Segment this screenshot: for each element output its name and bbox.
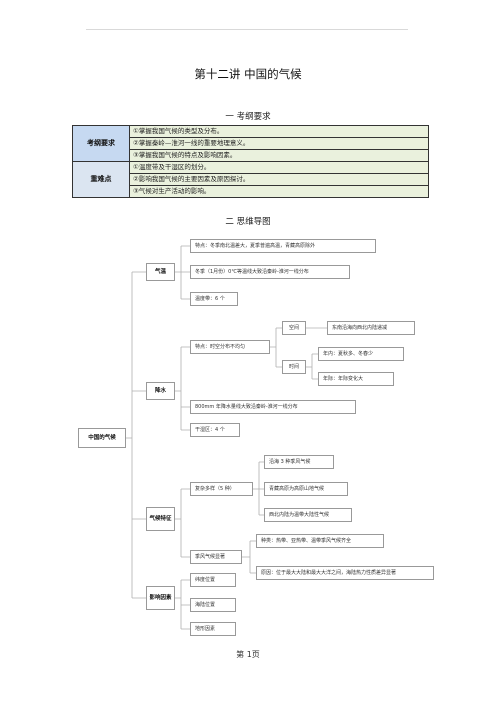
- factor-land-sea: 海陆位置: [190, 598, 236, 612]
- difficulty-item: ②影响我国气候的主要因素及原因探讨。: [129, 173, 429, 186]
- difficulty-item: ①温度带及干湿区的划分。: [129, 161, 429, 174]
- precipitation-space-detail: 东南沿海向西北内陆递减: [327, 321, 415, 335]
- precipitation-time-annual: 年内：夏秋多、冬春少: [318, 347, 404, 361]
- branch-influencing-factors: 影响因素: [146, 586, 175, 610]
- key-difficulties-label: 重难点: [72, 161, 130, 198]
- section-heading-mindmap: 二 思维导图: [225, 217, 271, 227]
- mindmap-root: 中国的气候: [78, 428, 126, 448]
- precipitation-time: 时间: [282, 360, 306, 374]
- temperature-feature: 特点：冬季南北温差大，夏季普遍高温，青藏高原除外: [190, 239, 376, 253]
- climate-plateau: 青藏高原为高原山地气候: [264, 482, 348, 496]
- requirements-table: 考纲要求 ①掌握我国气候的类型及分布。 ②掌握秦岭—淮河一线的重要地理意义。 ③…: [72, 125, 429, 198]
- climate-monsoon: 季风气候显著: [190, 550, 242, 564]
- monsoon-types: 种类：热带、亚热带、温带季风气候齐全: [256, 534, 384, 548]
- precipitation-dry-wet-zones: 干湿区：4 个: [190, 423, 240, 437]
- factor-latitude: 纬度位置: [190, 573, 236, 587]
- page-title: 第十二讲 中国的气候: [194, 67, 302, 81]
- climate-complex: 复杂多样（5 种）: [190, 482, 253, 496]
- difficulty-item: ③气候对生产活动的影响。: [129, 185, 429, 198]
- section-heading-requirements: 一 考纲要求: [225, 112, 271, 122]
- precipitation-time-interannual: 年际：年际变化大: [318, 372, 394, 386]
- monsoon-cause: 原因：位于最大大陆和最大大洋之间，海陆热力性质差异显著: [256, 566, 434, 580]
- climate-coastal-monsoon: 沿海 3 种季风气候: [264, 455, 334, 469]
- branch-precipitation: 降水: [146, 382, 175, 400]
- exam-requirements-label: 考纲要求: [72, 125, 130, 162]
- factor-terrain: 地形因素: [190, 622, 236, 636]
- precipitation-space: 空间: [282, 321, 306, 335]
- branch-climate-features: 气候特征: [146, 507, 175, 531]
- temperature-zones: 温度带：6 个: [190, 292, 238, 306]
- climate-continental: 西北内陆为温带大陆性气候: [264, 508, 352, 522]
- requirement-item: ③掌握我国气候的特点及影响因素。: [129, 149, 429, 162]
- header-line: [86, 29, 408, 30]
- precipitation-feature: 特点：时空分布不均匀: [190, 340, 270, 354]
- branch-temperature: 气温: [146, 263, 175, 281]
- precipitation-800mm-line: 800mm 年降水量线大致沿秦岭-淮河一线分布: [190, 400, 356, 414]
- page-number: 第 1页: [236, 650, 260, 659]
- temperature-isotherm: 冬季（1月份）0℃等温线大致沿秦岭-淮河一线分布: [190, 265, 350, 279]
